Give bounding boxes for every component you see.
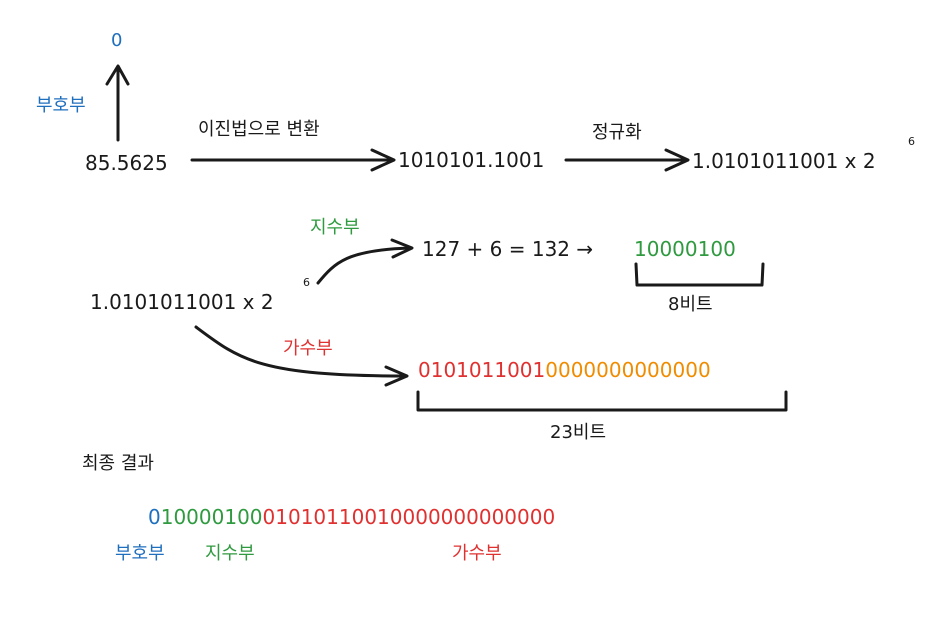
- normalized-source: 1.0101011001 x 2: [90, 290, 274, 314]
- exponent-label: 지수부: [310, 217, 360, 238]
- sign-value: 0: [111, 30, 123, 51]
- mantissa-width-bracket: [416, 390, 788, 412]
- final-sign-bit: 0: [148, 505, 161, 529]
- normalize-arrow-head: [664, 148, 690, 172]
- final-exponent-label: 지수부: [205, 543, 255, 564]
- decimal-value: 85.5625: [85, 151, 168, 175]
- exponent-width-label: 8비트: [668, 294, 713, 315]
- final-sign-label: 부호부: [115, 543, 165, 564]
- mantissa-significant-bits: 0101011001: [418, 358, 546, 382]
- normalized-power: 6: [908, 135, 915, 148]
- exponent-arrow-head: [390, 238, 414, 259]
- normalize-label: 정규화: [592, 122, 642, 143]
- final-bitstring: 01000010001010110010000000000000: [148, 507, 555, 527]
- mantissa-label: 가수부: [283, 338, 333, 359]
- exponent-calculation: 127 + 6 = 132 →: [422, 237, 594, 261]
- sign-label: 부호부: [36, 95, 86, 116]
- normalized-value: 1.0101011001 x 2: [692, 149, 876, 173]
- mantissa-arrow-head: [384, 365, 409, 387]
- binary-value: 1010101.1001: [398, 148, 545, 172]
- final-mantissa-bits: 01010110010000000000000: [262, 505, 556, 529]
- exponent-width-bracket: [634, 262, 765, 287]
- final-mantissa-label: 가수부: [452, 543, 502, 564]
- mantissa-width-label: 23비트: [550, 422, 607, 443]
- convert-label: 이진법으로 변환: [198, 119, 320, 140]
- sign-arrow-head: [105, 64, 130, 86]
- mantissa-arrow: [194, 325, 407, 378]
- exponent-bits: 10000100: [634, 237, 736, 261]
- convert-arrow-head: [370, 148, 396, 172]
- exponent-arrow: [316, 246, 412, 285]
- mantissa-padding-bits: 0000000000000: [545, 358, 711, 382]
- mantissa-bitstring: 01010110010000000000000: [418, 360, 711, 380]
- final-result-title: 최종 결과: [82, 453, 154, 474]
- normalized-source-power: 6: [303, 276, 310, 289]
- final-exponent-bits: 10000100: [160, 505, 263, 529]
